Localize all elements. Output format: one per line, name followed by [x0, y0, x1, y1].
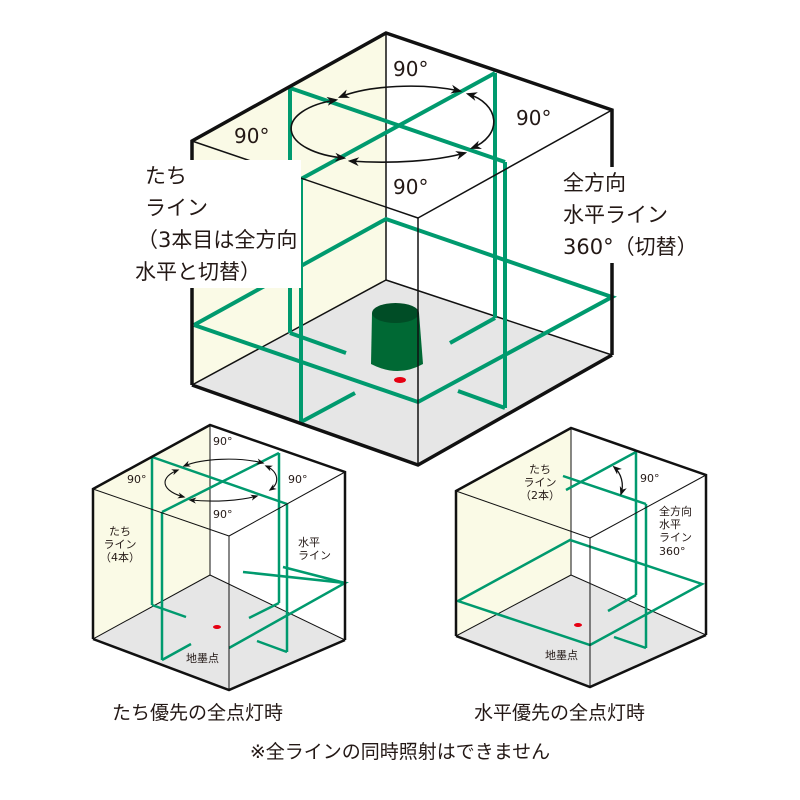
main-cube — [190, 31, 617, 467]
vp-angle-right: 90° — [288, 473, 308, 486]
vp-angle-left: 90° — [127, 473, 147, 486]
footnote: ※全ラインの同時照射はできません — [249, 741, 551, 763]
hp-horizontal-line-label: 全方向 水平 ライン 360° — [659, 505, 692, 558]
vp-angle-bottom: 90° — [213, 508, 233, 521]
main-vertical-line-label: たち ライン （3本目は全方向 水平と切替） — [135, 160, 302, 288]
vp-angle-top: 90° — [213, 435, 233, 448]
vp-vertical-line-label: たち ライン （4本） — [100, 525, 140, 565]
hp-floor-point-label: 地墨点 — [545, 649, 578, 662]
main-angle-left: 90° — [234, 124, 270, 148]
rotation-arrows-icon — [164, 458, 278, 504]
vertical-priority-cube — [91, 423, 350, 692]
horizontal-priority-cube — [454, 426, 708, 689]
main-angle-bottom: 90° — [393, 175, 429, 199]
plumb-point — [394, 377, 406, 383]
main-angle-top: 90° — [393, 57, 429, 81]
hp-angle: 90° — [640, 472, 660, 485]
horizontal-priority-caption: 水平優先の全点灯時 — [474, 702, 646, 724]
vertical-priority-caption: たち優先の全点灯時 — [112, 702, 284, 724]
hp-vertical-line-label: たち ライン （2本） — [520, 463, 560, 503]
rotation-arrow-icon — [612, 465, 627, 496]
vp-horizontal-line-label: 水平 ライン — [298, 536, 331, 563]
vp-floor-point-label: 地墨点 — [186, 652, 219, 665]
main-angle-right: 90° — [516, 106, 552, 130]
rotation-arrows-icon — [290, 84, 495, 167]
laser-unit — [371, 303, 423, 371]
main-horizontal-line-label: 全方向 水平ライン 360°（切替） — [563, 167, 698, 263]
